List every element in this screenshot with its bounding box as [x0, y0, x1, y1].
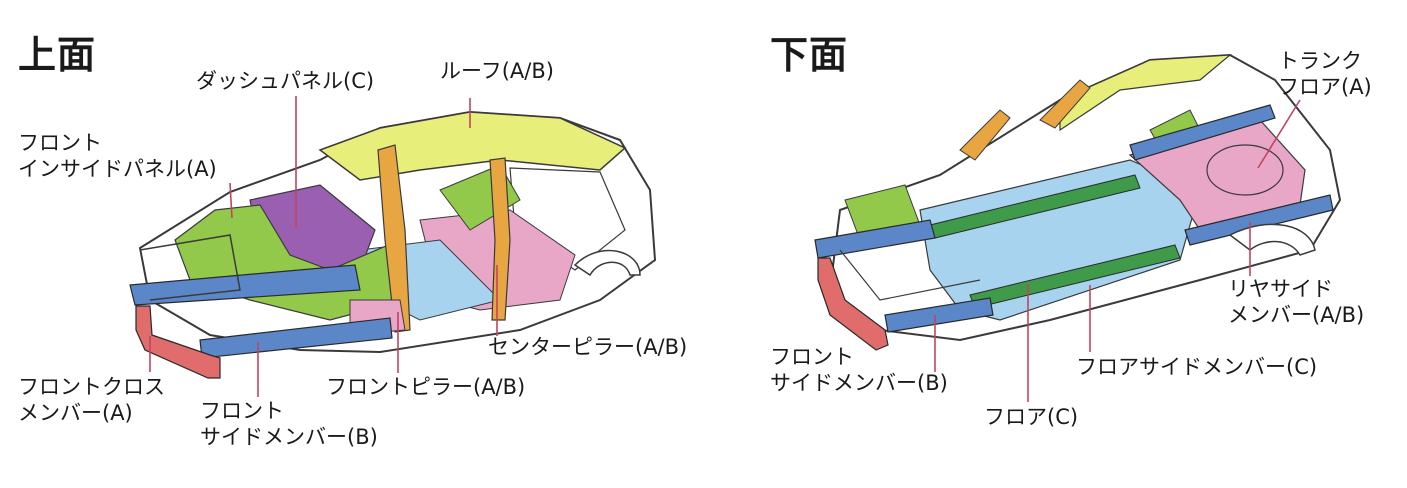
label-front-inside-panel: フロント インサイドパネル(A)	[18, 130, 217, 182]
label-rear-side-member-line1: リヤサイド	[1228, 276, 1364, 302]
label-front-cross-member: フロントクロス メンバー(A)	[18, 374, 165, 426]
label-front-side-member-top: フロント サイドメンバー(B)	[200, 398, 378, 450]
label-trunk-floor-line2: フロア(A)	[1278, 74, 1372, 100]
label-front-inside-panel-line2: インサイドパネル(A)	[18, 156, 217, 182]
label-front-side-member-bottom-line2: サイドメンバー(B)	[770, 370, 948, 396]
label-trunk-floor: トランク フロア(A)	[1278, 48, 1372, 100]
label-trunk-floor-line1: トランク	[1278, 48, 1372, 74]
label-front-pillar: フロントピラー(A/B)	[326, 374, 525, 400]
label-front-cross-member-line1: フロントクロス	[18, 374, 165, 400]
label-front-side-member-top-line2: サイドメンバー(B)	[200, 424, 378, 450]
label-rear-side-member-line2: メンバー(A/B)	[1228, 302, 1364, 328]
label-center-pillar: センターピラー(A/B)	[488, 334, 687, 360]
label-dash-panel: ダッシュパネル(C)	[196, 68, 374, 94]
label-front-side-member-bottom-line1: フロント	[770, 344, 948, 370]
label-floor: フロア(C)	[984, 404, 1078, 430]
label-front-cross-member-line2: メンバー(A)	[18, 400, 165, 426]
label-floor-side-member: フロアサイドメンバー(C)	[1076, 354, 1317, 380]
label-roof: ルーフ(A/B)	[440, 58, 554, 84]
label-front-inside-panel-line1: フロント	[18, 130, 217, 156]
label-front-side-member-top-line1: フロント	[200, 398, 378, 424]
label-rear-side-member: リヤサイド メンバー(A/B)	[1228, 276, 1364, 328]
label-front-side-member-bottom: フロント サイドメンバー(B)	[770, 344, 948, 396]
